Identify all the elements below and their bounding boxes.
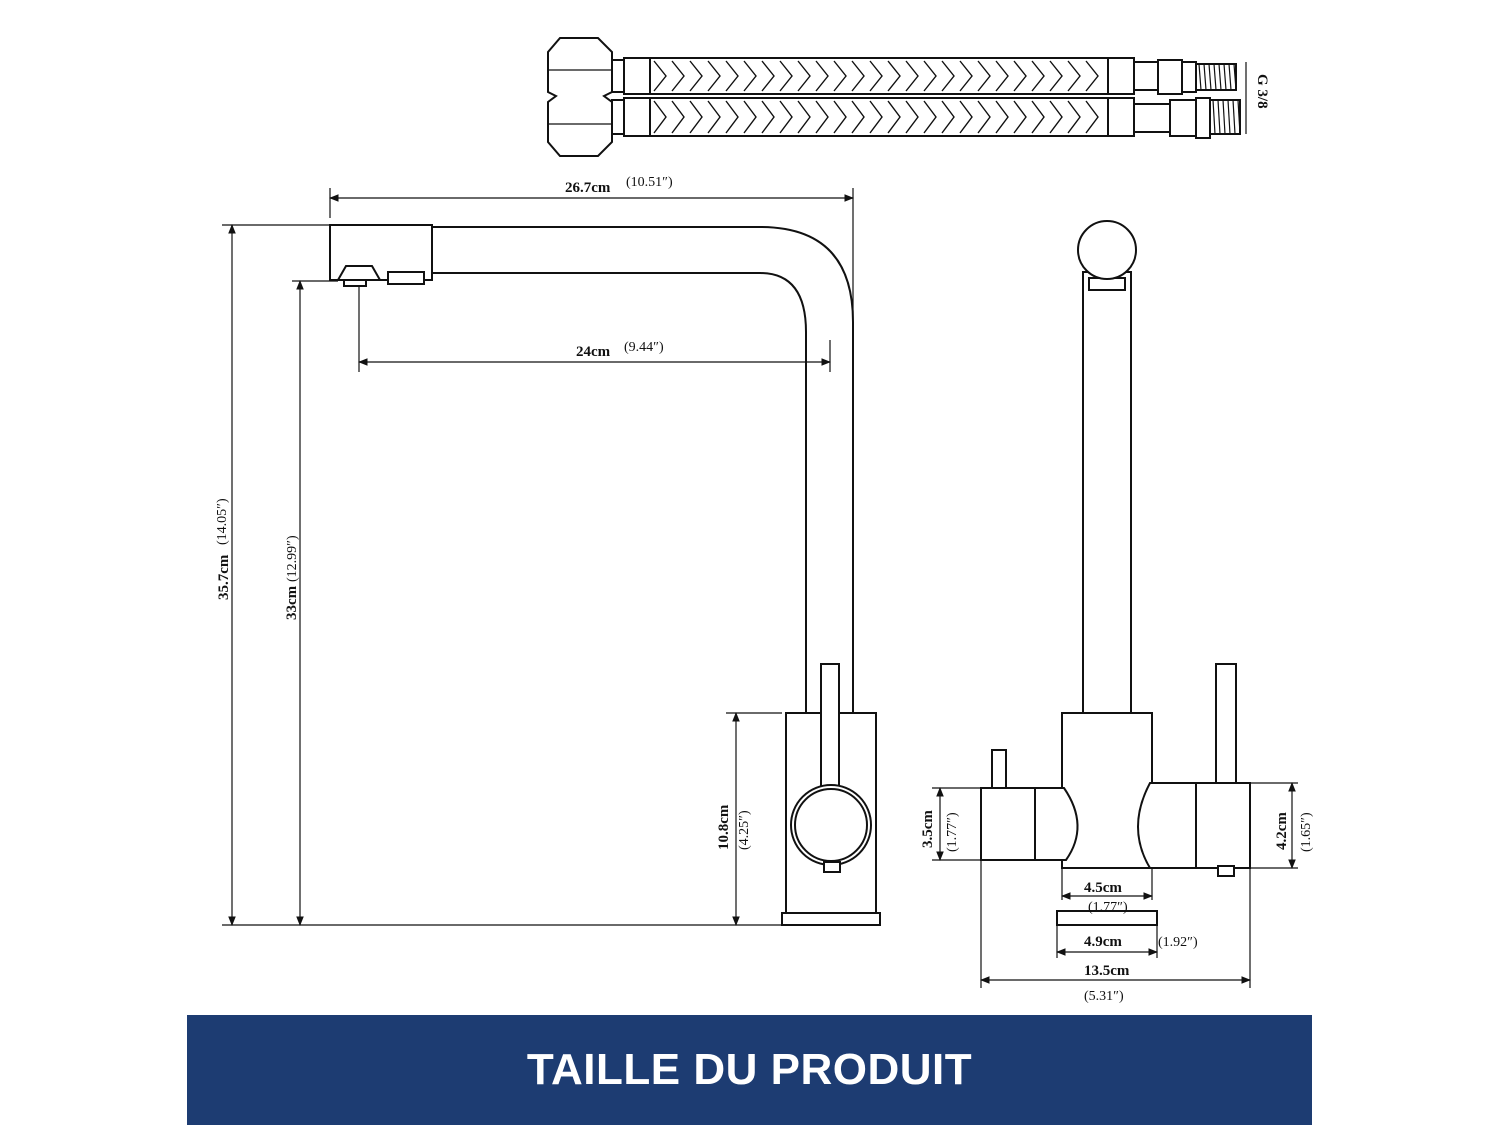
spout-reach-total-imperial: (10.51″) — [626, 175, 673, 190]
total-height-metric: 35.7cm — [216, 554, 232, 600]
title-banner: TAILLE DU PRODUIT — [187, 1015, 1312, 1125]
body-height-imperial: (4.25″) — [737, 810, 752, 850]
thread-label: G 3/8 — [1254, 74, 1270, 109]
hose-illustration: G 3/8 — [547, 37, 1270, 157]
total-width-metric: 13.5cm — [1084, 963, 1130, 979]
base-width-metric: 4.9cm — [1084, 934, 1122, 950]
spout-reach-outlet-metric: 24cm — [576, 344, 611, 360]
outlet-height-imperial: (12.99″) — [285, 535, 300, 582]
body-height-metric: 10.8cm — [716, 804, 732, 850]
left-handle-height-imperial: (1.77″) — [945, 812, 960, 852]
spout-reach-total-metric: 26.7cm — [565, 180, 611, 196]
total-height-imperial: (14.05″) — [215, 498, 230, 545]
outlet-height-metric: 33cm — [284, 585, 300, 620]
body-width-imperial: (1.77″) — [1088, 900, 1128, 915]
total-width-imperial: (5.31″) — [1084, 989, 1124, 1004]
faucet-side-view: 26.7cm (10.51″) 24cm (9.44″) 35.7cm (14.… — [215, 175, 881, 926]
right-handle-height-imperial: (1.65″) — [1299, 812, 1314, 852]
spout-reach-outlet-imperial: (9.44″) — [624, 340, 664, 355]
faucet-front-view: 3.5cm (1.77″) 4.2cm (1.65″) 4.5cm (1.77″… — [920, 220, 1314, 1004]
banner-title: TAILLE DU PRODUIT — [526, 1045, 973, 1094]
right-handle-height-metric: 4.2cm — [1274, 812, 1290, 850]
body-width-metric: 4.5cm — [1084, 880, 1122, 896]
left-handle-height-metric: 3.5cm — [920, 810, 936, 848]
base-width-imperial: (1.92″) — [1158, 935, 1198, 950]
